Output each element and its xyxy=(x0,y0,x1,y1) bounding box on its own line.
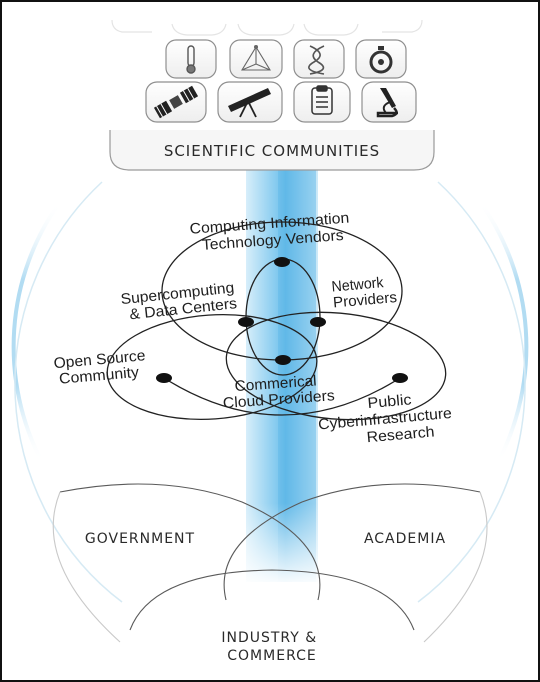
industry-circle xyxy=(129,569,415,631)
left-ellipse xyxy=(106,313,318,421)
microscope-icon xyxy=(376,88,398,118)
label-computing-vendors: Computing Information Technology Vendors xyxy=(189,209,355,254)
label-open-source: Open Source Community xyxy=(53,347,152,388)
tile-stopwatch xyxy=(355,39,407,79)
clipboard-icon xyxy=(311,85,333,115)
right-ellipse xyxy=(225,311,447,421)
right-glow-arc xyxy=(478,200,529,463)
network-graph xyxy=(106,221,447,421)
header-title: SCIENTIFIC COMMUNITIES xyxy=(164,142,380,160)
node-cloud-providers xyxy=(275,355,291,365)
cloud-providers-line1: Commerical xyxy=(234,372,317,395)
tile-telescope xyxy=(217,81,283,123)
network-providers-line2: Providers xyxy=(332,289,397,312)
geometry-icon xyxy=(241,44,271,71)
icon-row-2 xyxy=(145,81,417,123)
svg-text:Computing Information Te: Computing Information Technology Vendors xyxy=(189,209,355,254)
satellite-icon xyxy=(153,85,199,119)
government-circle xyxy=(59,483,321,601)
label-cloud-providers: Commerical Cloud Providers xyxy=(221,371,335,412)
thermometer-icon xyxy=(186,45,196,74)
node-open-source xyxy=(156,373,172,383)
tile-thermometer xyxy=(165,39,217,79)
sector-government: GOVERNMENT xyxy=(85,531,195,547)
label-public-research: Public Cyberinfrastructure Research xyxy=(316,388,458,451)
sector-right-fade xyxy=(423,491,488,643)
academia-circle xyxy=(223,483,481,601)
stopwatch-icon xyxy=(369,46,393,74)
public-research-line1: Public xyxy=(367,391,413,412)
sector-academia: ACADEMIA xyxy=(364,531,446,547)
svg-text:Public Cyberinfrastructu: Public Cyberinfrastructure Research xyxy=(316,388,458,451)
svg-text:Network Providers: Network Providers xyxy=(331,273,398,311)
network-nodes xyxy=(156,257,408,383)
left-glow-arc xyxy=(11,200,62,463)
public-research-line3: Research xyxy=(366,423,435,446)
dna-icon xyxy=(308,45,325,75)
outer-sphere-right xyxy=(417,181,526,603)
svg-text:Open Source Community: Open Source Community xyxy=(53,347,152,388)
icon-row-1 xyxy=(165,39,407,79)
sector-left-fade xyxy=(52,491,121,643)
sector-industry-line2: COMMERCE xyxy=(227,648,316,664)
node-network-providers xyxy=(310,317,326,327)
tile-dna xyxy=(293,39,345,79)
sector-industry: INDUSTRY & COMMERCE xyxy=(221,630,322,664)
svg-text:Supercomputing & Data Ce: Supercomputing & Data Centers xyxy=(120,279,241,324)
tile-microscope xyxy=(361,81,417,123)
network-providers-line1: Network xyxy=(331,274,385,296)
node-computing-vendors xyxy=(274,257,290,267)
label-network-providers: Network Providers xyxy=(331,273,398,311)
node-supercomputing xyxy=(238,317,254,327)
svg-text:Commerical Cloud Provide: Commerical Cloud Providers xyxy=(221,371,335,412)
header-tray xyxy=(109,127,435,171)
label-supercomputing: Supercomputing & Data Centers xyxy=(120,279,241,324)
tile-geometry xyxy=(229,39,283,79)
outer-lower-arc xyxy=(163,377,401,416)
sector-industry-line1: INDUSTRY & xyxy=(221,630,317,646)
node-public-research xyxy=(392,373,408,383)
outer-sphere-left xyxy=(14,181,123,603)
tile-clipboard xyxy=(293,81,351,123)
sector-venn xyxy=(52,483,488,643)
tile-satellite xyxy=(145,81,207,123)
telescope-icon xyxy=(228,88,271,118)
open-source-line2: Community xyxy=(58,364,140,388)
faint-tile-row xyxy=(111,19,423,36)
